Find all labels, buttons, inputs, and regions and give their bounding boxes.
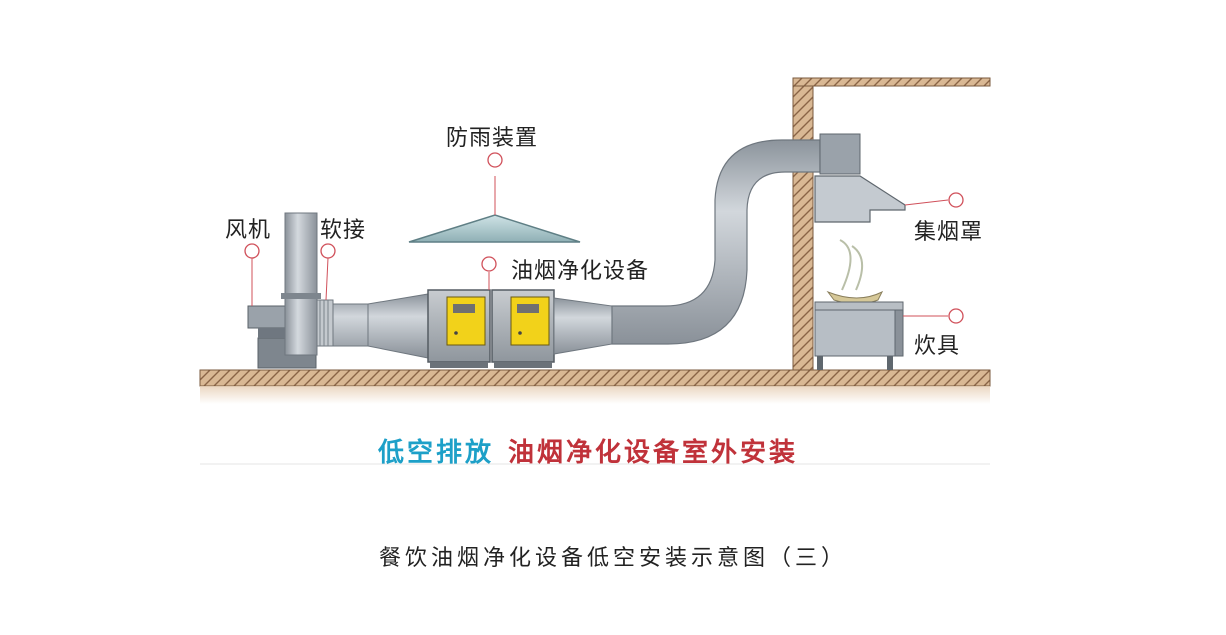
inlet-duct <box>332 293 429 359</box>
label-fan: 风机 <box>225 218 272 243</box>
label-purifier: 油烟净化设备 <box>511 259 650 284</box>
headline: 低空排放油烟净化设备室外安装 <box>378 432 798 469</box>
headline-part2: 油烟净化设备室外安装 <box>508 438 799 468</box>
exhaust-hood <box>814 175 964 223</box>
figure-caption: 餐饮油烟净化设备低空安装示意图（三） <box>378 546 847 571</box>
ground <box>199 369 991 404</box>
fan-marker <box>244 243 260 306</box>
label-soft-joint: 软接 <box>320 218 367 243</box>
headline-part1: 低空排放 <box>378 438 495 468</box>
stove <box>814 239 964 370</box>
purifier-unit-2 <box>491 289 555 368</box>
label-hood: 集烟罩 <box>914 220 984 245</box>
purifier-unit-1 <box>427 289 491 368</box>
soft-joint-marker <box>320 243 336 301</box>
purifier-marker <box>481 256 497 290</box>
label-stove: 炊具 <box>914 334 961 359</box>
soft-joint <box>316 299 334 347</box>
fan-unit <box>247 212 321 369</box>
exhaust-duct <box>553 133 861 355</box>
rain-cover <box>408 152 581 243</box>
label-rain-cover: 防雨装置 <box>446 126 539 151</box>
